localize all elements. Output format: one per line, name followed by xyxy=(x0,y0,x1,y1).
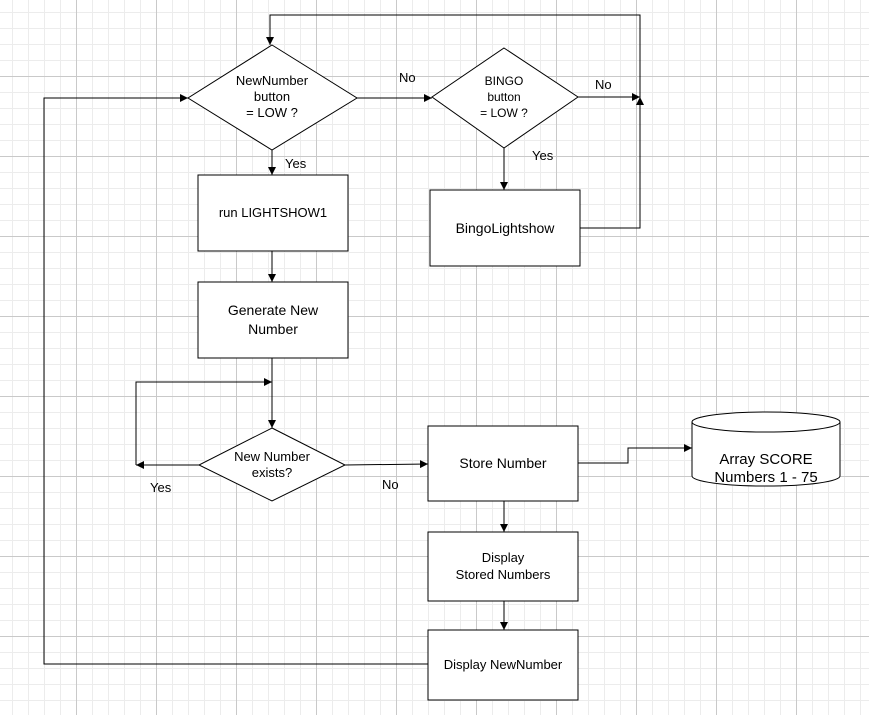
edge-label-newnumber-no: No xyxy=(399,70,416,85)
newnumber-decision-line-2: button xyxy=(254,89,290,104)
generate-number-line-2: Number xyxy=(248,321,298,337)
array-score-line-2: Numbers 1 - 75 xyxy=(714,469,817,486)
connector-exists-no xyxy=(344,460,429,469)
array-score-storage: Array SCORE Numbers 1 - 75 xyxy=(691,411,841,487)
bingo-decision: BINGO button = LOW ? xyxy=(431,47,579,149)
edge-label-bingo-yes: Yes xyxy=(532,148,554,163)
connector-bingolightshow-return xyxy=(580,97,644,229)
newnumber-decision-line-1: NewNumber xyxy=(236,73,309,88)
store-number-process: Store Number xyxy=(427,425,579,502)
edge-label-exists-yes: Yes xyxy=(150,480,172,495)
bingo-decision-line-3: = LOW ? xyxy=(480,106,528,120)
display-newnumber-label: Display NewNumber xyxy=(444,657,563,672)
generate-number-process: Generate New Number xyxy=(197,281,349,359)
connector-store-array xyxy=(578,444,692,464)
array-score-line-1: Array SCORE xyxy=(719,451,812,468)
bingo-decision-line-2: button xyxy=(487,90,520,104)
lightshow1-label: run LIGHTSHOW1 xyxy=(219,205,327,220)
bingo-lightshow-label: BingoLightshow xyxy=(456,220,556,236)
exists-decision: New Number exists? xyxy=(197,427,347,502)
exists-decision-line-1: New Number xyxy=(234,449,311,464)
bingo-decision-line-1: BINGO xyxy=(485,74,524,88)
connector-loop-top xyxy=(266,14,641,97)
edge-label-bingo-no: No xyxy=(595,77,612,92)
bingo-lightshow-process: BingoLightshow xyxy=(429,189,581,267)
store-number-label: Store Number xyxy=(459,455,546,471)
connector-exists-yes-loop xyxy=(135,378,272,465)
generate-number-line-1: Generate New xyxy=(228,302,319,318)
edge-label-newnumber-yes: Yes xyxy=(285,156,307,171)
newnumber-decision: NewNumber button = LOW ? xyxy=(187,44,358,151)
display-stored-line-1: Display xyxy=(482,550,525,565)
exists-decision-line-2: exists? xyxy=(252,465,292,480)
lightshow1-process: run LIGHTSHOW1 xyxy=(197,174,349,252)
connector-loop-left xyxy=(43,94,428,665)
display-newnumber-process: Display NewNumber xyxy=(427,629,579,701)
display-stored-process: Display Stored Numbers xyxy=(427,531,579,602)
newnumber-decision-line-3: = LOW ? xyxy=(246,105,298,120)
display-stored-line-2: Stored Numbers xyxy=(456,567,551,582)
edge-label-exists-no: No xyxy=(382,477,399,492)
